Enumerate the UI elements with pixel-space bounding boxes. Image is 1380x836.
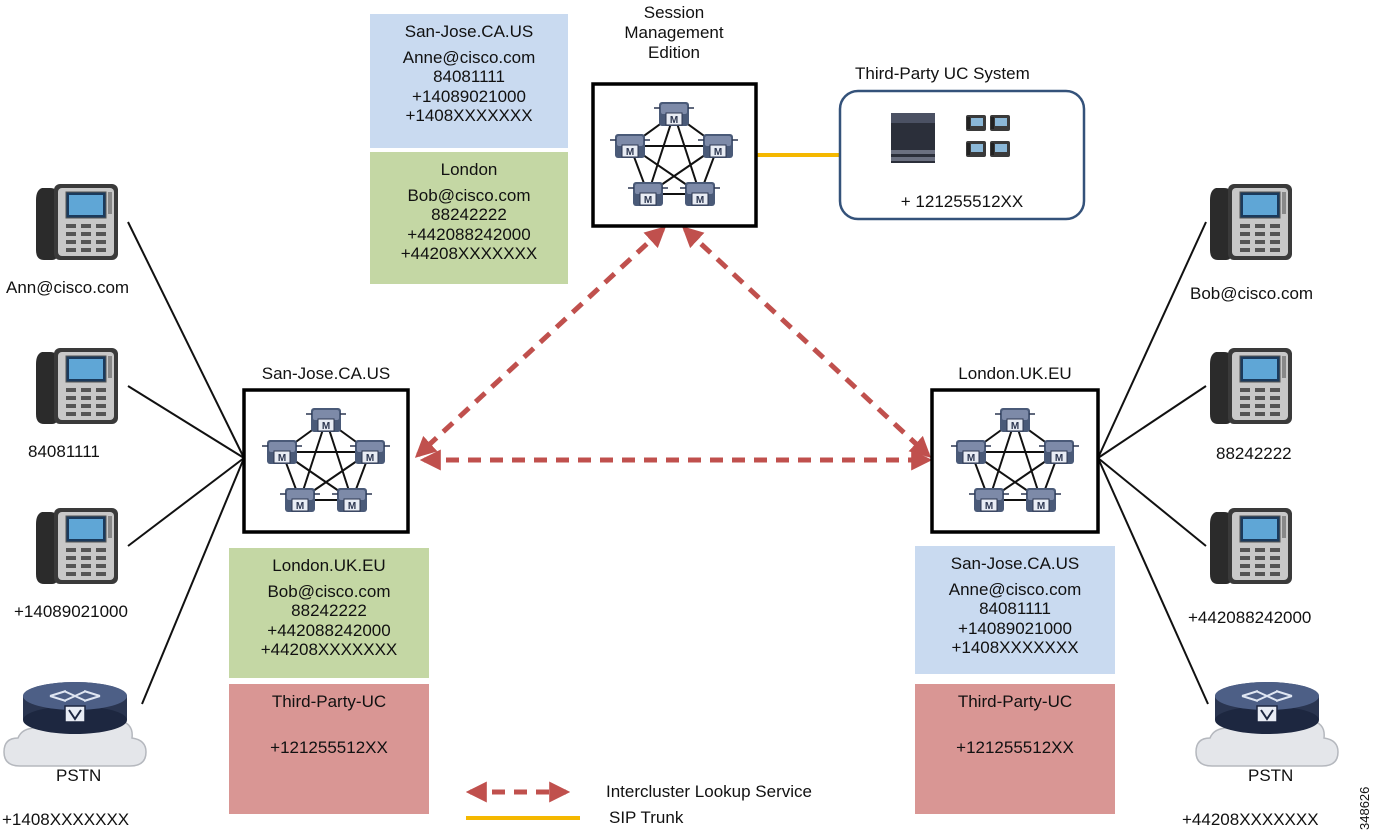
pbx-icon [891, 113, 935, 163]
mini-phone-icon [966, 141, 986, 157]
left-endpoint-links [127, 221, 245, 705]
table-heading: Third-Party-UC [957, 692, 1073, 711]
table-entry: +442088242000 [407, 224, 531, 244]
pstn-label: PSTN [1248, 766, 1294, 785]
mini-phone-icon [990, 115, 1010, 131]
right-table-sanjose: San-Jose.CA.US Anne@cisco.com 84081111 +… [915, 546, 1115, 674]
table-entry: 88242222 [431, 205, 507, 224]
sme-title: Session Management Edition [614, 3, 734, 63]
mini-phone-icon [966, 115, 986, 131]
sme-title-line: Edition [648, 43, 700, 62]
left-table-london: London.UK.EU Bob@cisco.com 88242222 +442… [229, 548, 429, 678]
third-party-uc-system [838, 89, 1086, 221]
left-cluster-title: San-Jose.CA.US [261, 364, 391, 383]
ip-phone-icon [1209, 347, 1293, 425]
table-entry: +1408XXXXXXX [951, 638, 1079, 657]
sme-title-line: Management [624, 23, 724, 42]
pstn-label: PSTN [56, 766, 102, 785]
endpoint-label: +44208XXXXXXX [1182, 810, 1319, 829]
left-cluster [242, 388, 410, 534]
table-entry: +44208XXXXXXX [260, 640, 398, 659]
table-entry: +14089021000 [958, 618, 1072, 638]
sme-cluster [591, 82, 758, 228]
figure-id: 348626 [1357, 786, 1372, 830]
table-entry: Anne@cisco.com [948, 579, 1082, 599]
endpoint-label: Ann@cisco.com [6, 278, 130, 297]
table-heading: San-Jose.CA.US [404, 22, 534, 41]
table-entry: +44208XXXXXXX [400, 244, 538, 263]
table-heading: San-Jose.CA.US [950, 554, 1080, 573]
sme-table-london: London Bob@cisco.com 88242222 +442088242… [370, 152, 568, 284]
table-entry: Bob@cisco.com [267, 581, 391, 601]
ip-phone-icon [1209, 507, 1293, 585]
table-entry: 84081111 [433, 67, 505, 86]
endpoint-label: 88242222 [1216, 444, 1292, 463]
endpoint-label: +1408XXXXXXX [2, 810, 130, 829]
pstn-router-icon [1195, 681, 1339, 767]
table-entry: +121255512XX [270, 737, 388, 757]
table-entry: +121255512XX [956, 737, 1074, 757]
table-entry: +1408XXXXXXX [405, 106, 533, 125]
table-entry: Bob@cisco.com [407, 185, 531, 205]
ip-phone-icon [35, 183, 119, 261]
third-party-number: + 121255512XX [900, 192, 1024, 211]
table-heading: Third-Party-UC [271, 692, 387, 711]
endpoint-label: +14089021000 [14, 602, 128, 621]
right-cluster-title: London.UK.EU [958, 364, 1072, 383]
table-entry: 84081111 [979, 599, 1051, 618]
ip-phone-icon [1209, 183, 1293, 261]
legend-ils-label: Intercluster Lookup Service [606, 782, 812, 801]
endpoint-label: Bob@cisco.com [1190, 284, 1314, 303]
ip-phone-icon [35, 347, 119, 425]
pstn-router-icon [3, 681, 147, 767]
table-entry: Anne@cisco.com [402, 47, 536, 67]
endpoint-label: 84081111 [28, 442, 100, 461]
table-entry: 88242222 [291, 601, 367, 620]
ils-arrow-sme-left [414, 226, 667, 458]
ils-arrow-sme-right [681, 226, 932, 458]
sme-title-line: Session [643, 3, 705, 22]
endpoint-label: +442088242000 [1188, 608, 1312, 627]
left-table-thirdparty: Third-Party-UC +121255512XX [229, 684, 429, 814]
table-entry: +14089021000 [412, 86, 526, 106]
sme-table-sanjose: San-Jose.CA.US Anne@cisco.com 84081111 +… [370, 14, 568, 148]
ip-phone-icon [35, 507, 119, 585]
ils-links [414, 226, 933, 471]
right-cluster [930, 388, 1100, 534]
table-entry: +442088242000 [267, 620, 391, 640]
legend-sip-label: SIP Trunk [609, 808, 684, 827]
third-party-title: Third-Party UC System [855, 64, 1030, 83]
right-endpoint-links [1097, 221, 1209, 705]
right-table-thirdparty: Third-Party-UC +121255512XX [915, 684, 1115, 814]
table-heading: London.UK.EU [272, 556, 386, 575]
table-heading: London [440, 160, 498, 179]
mini-phone-icon [990, 141, 1010, 157]
